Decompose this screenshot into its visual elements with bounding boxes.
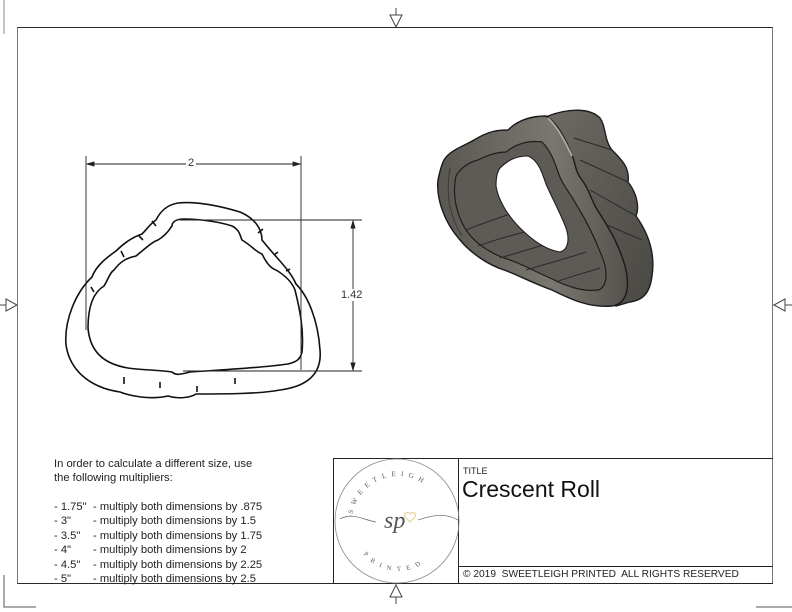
height-dimension-label: 1.42 [339, 289, 365, 301]
copyright-notice: © 2019 SWEETLEIGH PRINTED ALL RIGHTS RES… [463, 569, 739, 580]
logo-bottom-text: PRINTED [362, 551, 421, 573]
title-label: TITLE [463, 466, 488, 476]
title-block-divider [459, 566, 773, 567]
multiplier-item: - 1.75"- multiply both dimensions by .87… [54, 501, 263, 513]
center-mark-left [0, 298, 19, 312]
title-block [333, 458, 773, 584]
logo-cell [333, 458, 459, 584]
width-dimension-label: 2 [186, 157, 197, 169]
width-dimension [85, 156, 302, 370]
cutter-outline [65, 201, 321, 399]
multiplier-list: - 1.75"- multiply both dimensions by .87… [54, 500, 262, 586]
logo-monogram: sp [384, 508, 405, 534]
heart-icon [403, 511, 417, 523]
resize-instructions: In order to calculate a different size, … [54, 457, 252, 486]
multiplier-item: - 3"- multiply both dimensions by 1.5 [54, 515, 256, 528]
instructions-line-1: In order to calculate a different size, … [54, 458, 253, 470]
center-mark-bottom [389, 583, 403, 604]
multiplier-item: - 4"- multiply both dimensions by 2 [54, 544, 247, 557]
instructions-line-2: the following multipliers: [54, 472, 173, 485]
multiplier-item: - 4.5"- multiply both dimensions by 2.25 [54, 558, 263, 571]
multiplier-item: - 3.5"- multiply both dimensions by 1.75 [54, 529, 263, 542]
svg-text:PRINTED: PRINTED [362, 551, 427, 573]
center-mark-right [772, 298, 792, 312]
center-mark-top [389, 8, 403, 29]
multiplier-item: - 5"- multiply both dimensions by 2.5 [54, 573, 256, 586]
drawing-title: Crescent Roll [462, 476, 601, 502]
